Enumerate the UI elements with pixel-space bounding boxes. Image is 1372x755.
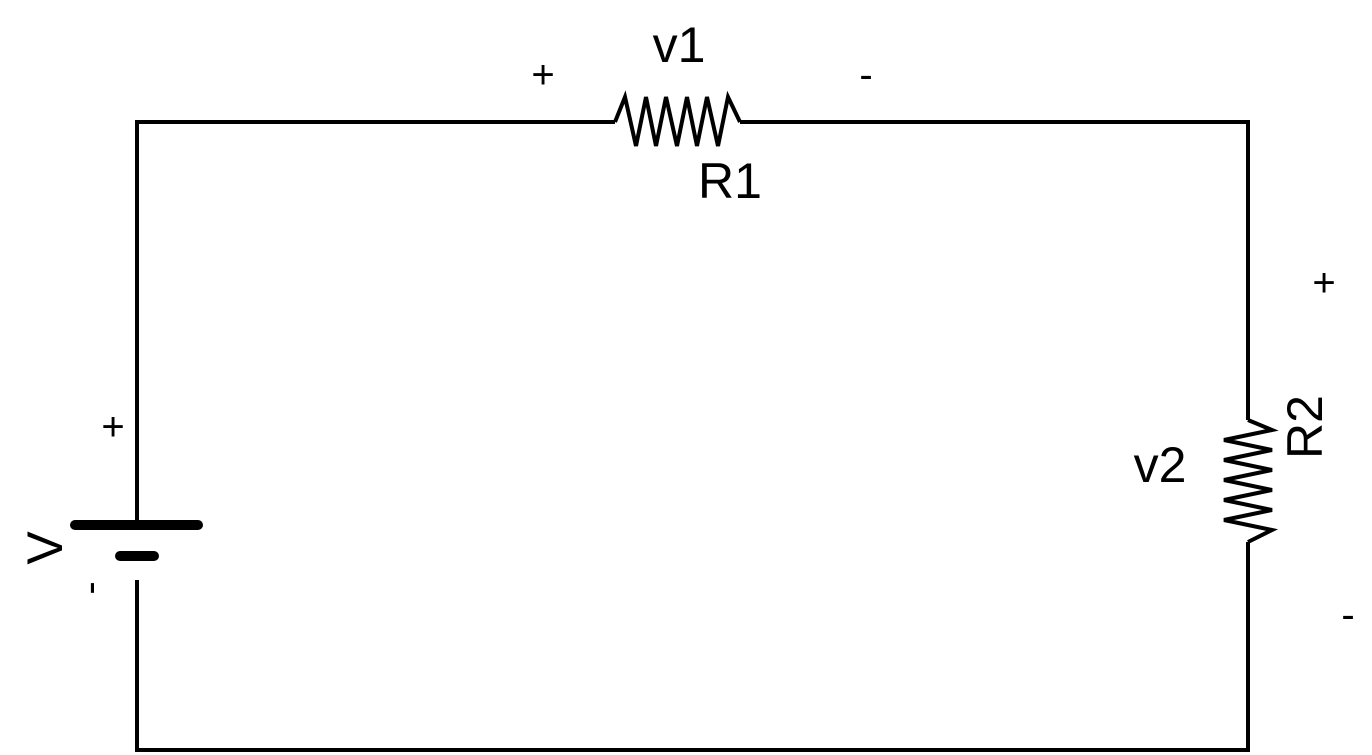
r2-plus-sign: +	[1312, 261, 1335, 305]
r2-voltage-label: v2	[1134, 437, 1187, 493]
battery-minus-sign: -	[68, 581, 112, 594]
wire-bottom	[135, 542, 1250, 752]
r2-zigzag	[1223, 418, 1279, 544]
r1-minus-sign: -	[859, 53, 872, 97]
r1-voltage-label: v1	[653, 17, 706, 73]
resistor-r2: R2 v2 + -	[1134, 261, 1355, 637]
r1-plus-sign: +	[531, 53, 554, 97]
r1-label: R1	[698, 153, 762, 209]
wire-top-left	[135, 120, 615, 523]
r1-zigzag	[613, 90, 742, 147]
wires	[135, 120, 1250, 752]
battery: V + -	[17, 405, 203, 595]
battery-plus-sign: +	[101, 405, 124, 449]
resistor-r1: R1 v1 + -	[531, 17, 872, 209]
r2-label: R2	[1277, 395, 1333, 459]
battery-label: V	[17, 531, 73, 565]
r2-minus-sign: -	[1341, 593, 1354, 637]
wire-top-right	[740, 120, 1250, 420]
